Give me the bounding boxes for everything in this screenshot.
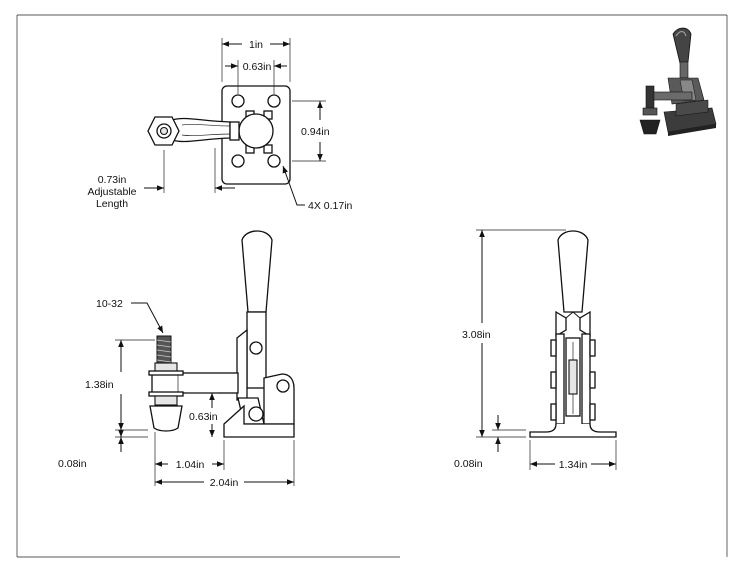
dim-arm-height: 0.63in <box>189 411 218 423</box>
front-left-upright <box>555 333 565 425</box>
mount-hole <box>267 94 281 108</box>
side-spindle-tip <box>149 405 183 432</box>
dim-spindle-height: 1.38in <box>85 379 114 391</box>
dim-top-height: 0.94in <box>301 126 330 138</box>
mount-hole <box>267 154 281 168</box>
dim-adjustable-value: 0.73in <box>98 174 127 186</box>
mount-hole <box>231 94 245 108</box>
dim-holes: 4X 0.17in <box>308 200 353 212</box>
dim-adjustable-label: Adjustable <box>87 186 136 198</box>
drawing-border <box>16 14 728 558</box>
dim-overall-length: 2.04in <box>210 477 239 489</box>
top-handle-knob <box>238 113 274 149</box>
front-base-plate <box>529 423 617 438</box>
side-view: 10-32 1.38in 0.08in 0.63in 1.04in 2.04in <box>58 230 295 489</box>
dim-thread: 10-32 <box>96 298 123 310</box>
dim-top-hole-spacing: 0.63in <box>243 61 272 73</box>
clamp-3d-thumbnail <box>639 27 717 136</box>
dim-top-width: 1in <box>249 39 263 51</box>
mount-hole <box>231 154 245 168</box>
side-handle-grip <box>241 230 273 313</box>
top-view: 1in 0.63in 0.94in 0.73in Adjustable Leng… <box>87 38 353 212</box>
dim-base-width-front: 1.34in <box>559 459 588 471</box>
dim-spindle-offset: 1.04in <box>176 459 205 471</box>
top-arm <box>171 117 231 143</box>
side-base-plate <box>223 404 295 438</box>
dim-overall-height: 3.08in <box>462 329 491 341</box>
side-bottom-nut <box>154 395 178 406</box>
front-right-upright <box>581 333 591 425</box>
side-clamp-arm <box>151 372 239 394</box>
dim-length-label: Length <box>96 198 128 210</box>
front-handle-grip <box>557 230 589 313</box>
dim-base-thickness-side: 0.08in <box>58 458 87 470</box>
dim-base-thickness-front: 0.08in <box>454 458 483 470</box>
front-view: 3.08in 0.08in 1.34in <box>454 229 617 471</box>
